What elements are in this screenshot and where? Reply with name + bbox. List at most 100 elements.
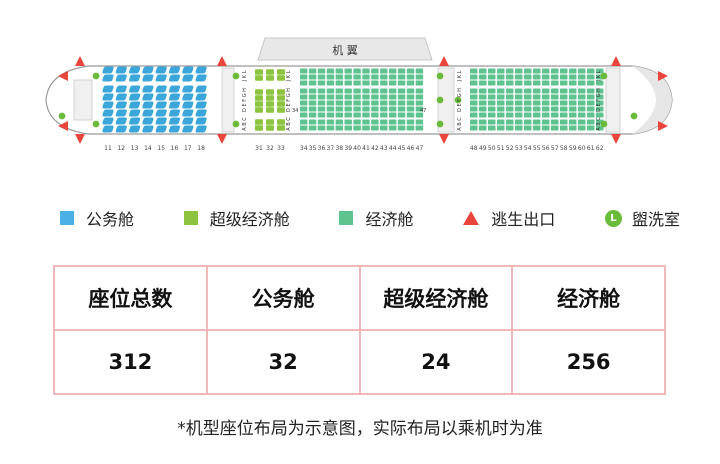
seat-letter-group: D E F G H bbox=[286, 88, 292, 112]
economy-seat bbox=[569, 88, 577, 94]
business-seat bbox=[182, 101, 194, 109]
economy-seat bbox=[362, 80, 370, 86]
business-seat bbox=[168, 85, 181, 93]
seat-letter-group: D E F G H bbox=[242, 88, 248, 112]
row-number: 42 bbox=[371, 145, 379, 152]
business-seat bbox=[195, 117, 207, 125]
economy-seat bbox=[397, 100, 406, 106]
economy-seat bbox=[470, 119, 478, 125]
economy-seat bbox=[397, 88, 406, 94]
economy-seat bbox=[317, 125, 326, 131]
header-total-seats: 座位总数 bbox=[53, 265, 208, 331]
economy-swatch bbox=[339, 211, 354, 225]
seat-letter-group: D E F G H bbox=[596, 88, 602, 112]
economy-seat bbox=[308, 74, 317, 80]
economy-seat bbox=[560, 74, 568, 80]
economy-seat bbox=[335, 119, 343, 125]
economy-seat bbox=[308, 106, 317, 112]
economy-seat bbox=[596, 80, 604, 86]
row-number: 43 bbox=[380, 145, 388, 152]
business-seat bbox=[129, 66, 141, 74]
economy-seat bbox=[578, 119, 586, 125]
lavatory-marker bbox=[436, 120, 444, 128]
economy-seat bbox=[380, 125, 388, 131]
super-economy-seat bbox=[255, 101, 263, 107]
economy-seat bbox=[317, 80, 326, 86]
economy-seat bbox=[300, 119, 308, 125]
economy-seat bbox=[397, 68, 406, 74]
business-seat bbox=[115, 74, 127, 82]
table-header-row: 座位总数 公务舱 超级经济舱 经济舱 bbox=[53, 265, 666, 331]
lavatory-marker bbox=[92, 120, 100, 128]
economy-seat bbox=[406, 80, 415, 86]
lavatory-marker bbox=[436, 96, 444, 104]
economy-seat bbox=[587, 112, 595, 118]
economy-seat bbox=[415, 112, 424, 118]
row-number: 54 bbox=[524, 145, 532, 152]
economy-seat bbox=[389, 68, 397, 74]
business-seat bbox=[129, 93, 141, 101]
economy-seat bbox=[560, 68, 568, 74]
exit-markers bbox=[58, 56, 668, 144]
economy-seat bbox=[335, 112, 343, 118]
economy-seat bbox=[308, 88, 317, 94]
economy-seat bbox=[578, 88, 586, 94]
economy-seat bbox=[515, 106, 523, 112]
economy-seat bbox=[506, 74, 514, 80]
business-seat bbox=[195, 66, 207, 74]
business-seat bbox=[182, 125, 194, 133]
economy-seat bbox=[335, 94, 343, 100]
economy-seat bbox=[353, 88, 361, 94]
business-seat bbox=[102, 101, 114, 109]
economy-seat bbox=[406, 74, 415, 80]
economy-seat bbox=[569, 125, 577, 131]
economy-seat bbox=[362, 125, 370, 131]
economy-seat bbox=[335, 80, 343, 86]
row-number: 44 bbox=[389, 145, 397, 152]
super-economy-seat bbox=[266, 101, 274, 107]
economy-seat bbox=[479, 125, 487, 131]
economy-seat bbox=[533, 80, 541, 86]
economy-seat bbox=[578, 94, 586, 100]
business-seat bbox=[115, 125, 127, 133]
row-number: 45 bbox=[398, 145, 406, 152]
economy-seat bbox=[488, 94, 496, 100]
super-economy-seat bbox=[266, 119, 274, 125]
business-seat bbox=[182, 74, 194, 82]
cockpit-shading bbox=[632, 66, 672, 134]
economy-seat bbox=[515, 94, 523, 100]
economy-seat bbox=[380, 80, 388, 86]
exit-marker bbox=[75, 56, 85, 66]
row-number: 48 bbox=[470, 145, 478, 152]
economy-seat bbox=[470, 94, 478, 100]
economy-seat bbox=[587, 100, 595, 106]
economy-seat bbox=[551, 88, 559, 94]
lavatory-marker bbox=[92, 72, 100, 80]
business-seat bbox=[195, 109, 207, 117]
row-number: 39 bbox=[344, 145, 352, 152]
economy-seat bbox=[397, 80, 406, 86]
economy-seat bbox=[488, 112, 496, 118]
business-seat bbox=[115, 93, 127, 101]
legend-label: 逃生出口 bbox=[491, 210, 556, 229]
economy-seat bbox=[300, 100, 308, 106]
economy-seat bbox=[389, 100, 397, 106]
economy-seat bbox=[569, 112, 577, 118]
economy-seat bbox=[560, 94, 568, 100]
economy-seat bbox=[470, 80, 478, 86]
row-annotation: 34 bbox=[292, 108, 298, 114]
lavatory-marker bbox=[232, 120, 240, 128]
economy-seat bbox=[335, 125, 343, 131]
economy-seat bbox=[506, 125, 514, 131]
row-number: 57 bbox=[551, 145, 559, 152]
economy-seat bbox=[326, 68, 335, 74]
business-seat bbox=[102, 85, 114, 93]
economy-seat bbox=[344, 94, 352, 100]
economy-seat bbox=[389, 106, 397, 112]
economy-seat bbox=[470, 88, 478, 94]
economy-seat bbox=[587, 80, 595, 86]
value-total-seats: 312 bbox=[53, 329, 208, 395]
economy-seat bbox=[326, 125, 335, 131]
economy-seat bbox=[380, 100, 388, 106]
